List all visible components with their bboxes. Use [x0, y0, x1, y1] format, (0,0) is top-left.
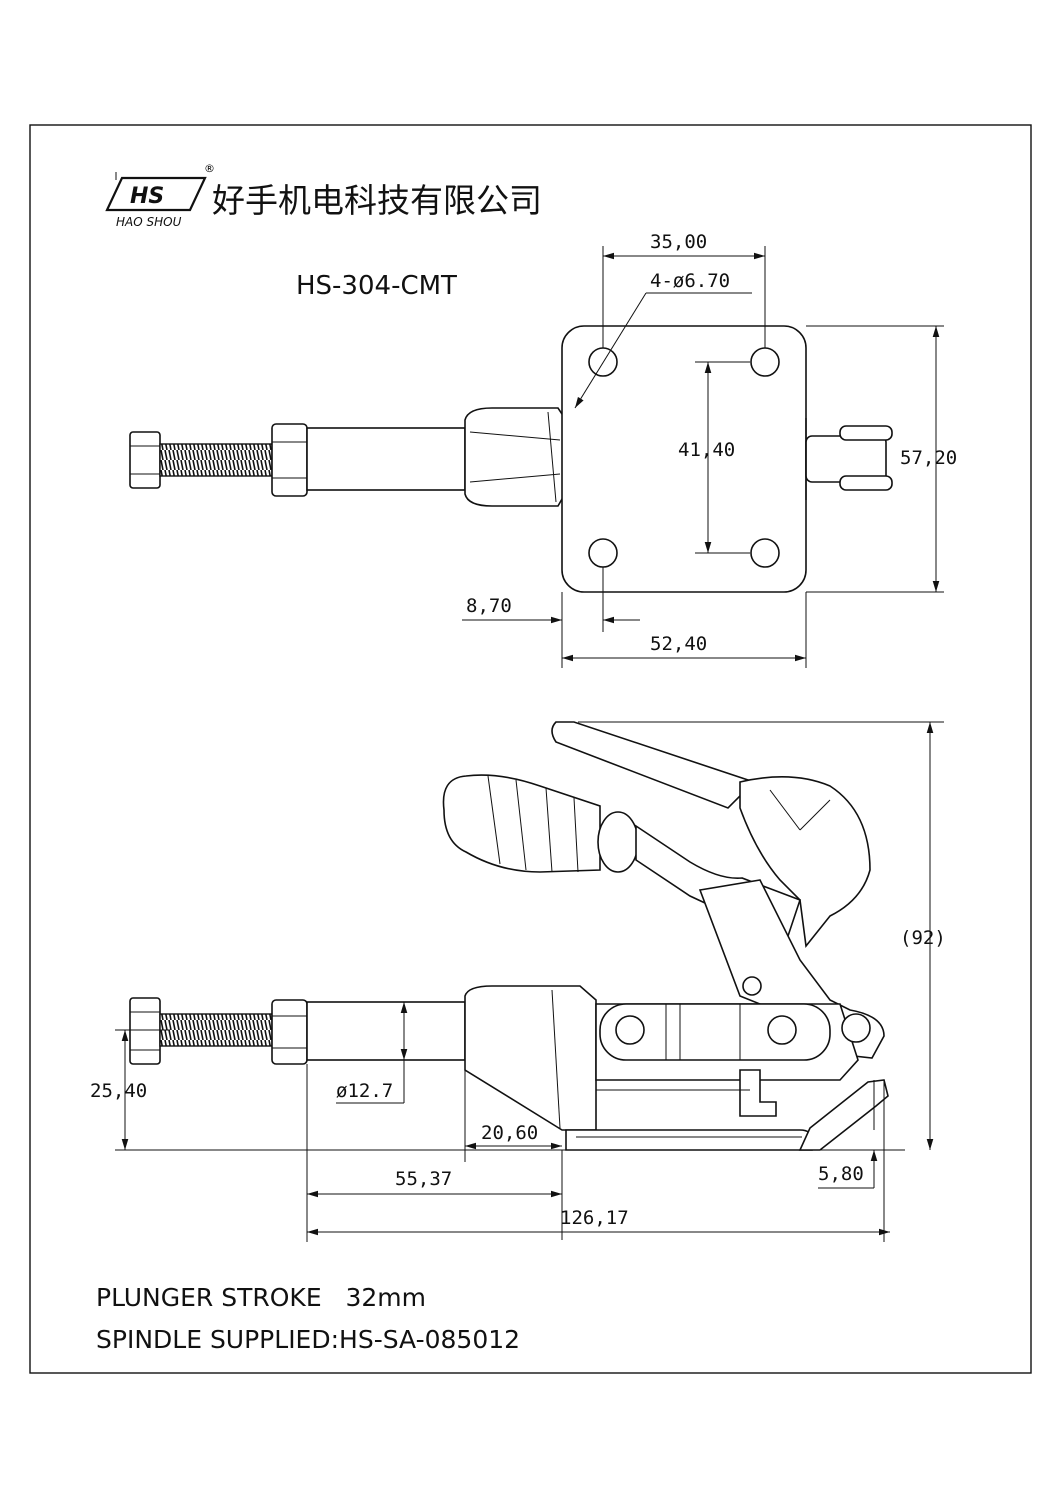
handle-grip — [442, 774, 601, 873]
hex-bolt-head-top — [129, 431, 161, 489]
link-bar — [599, 1003, 831, 1061]
dim-base-to-front: 55,37 — [395, 1168, 452, 1190]
rear-link-top — [805, 435, 887, 483]
lever-arm — [551, 721, 756, 809]
logo-subtitle: HAO SHOU — [116, 215, 182, 229]
base-plate-side — [565, 1129, 813, 1151]
latch — [739, 1069, 777, 1117]
dim-spindle-height: 25,40 — [90, 1080, 147, 1102]
mount-hole-2 — [750, 347, 780, 377]
plunger-body — [464, 985, 597, 1131]
dim-hole-spacing-x: 35,00 — [650, 231, 707, 253]
sheet-border — [29, 124, 1032, 1374]
plunger-top — [306, 427, 466, 491]
mount-hole-4 — [750, 538, 780, 568]
dim-front-length: 20,60 — [481, 1122, 538, 1144]
dim-base-height: 57,20 — [900, 447, 957, 469]
mount-hole-3 — [588, 538, 618, 568]
dim-hole-diameter: 4-ø6.70 — [650, 270, 730, 292]
grip-ferrule — [597, 811, 639, 873]
note-plunger-stroke: PLUNGER STROKE 32mm — [96, 1283, 426, 1312]
company-logo: HS HAO SHOU ® — [105, 162, 215, 229]
pin-2 — [767, 1015, 797, 1045]
dim-hole-spacing-y: 41,40 — [678, 439, 735, 461]
logo-mark: HS — [130, 184, 164, 209]
handle-hood — [739, 776, 871, 948]
threaded-rod-top — [159, 443, 273, 477]
hex-bolt-head-side — [129, 997, 161, 1065]
dim-total-length: 126,17 — [560, 1207, 629, 1229]
body-nose-top — [464, 407, 567, 507]
pin-3 — [841, 1013, 871, 1043]
dim-plunger-diameter: ø12.7 — [336, 1080, 393, 1102]
threaded-rod-side — [159, 1013, 273, 1047]
side-view: (92) 25,40 ø12.7 20,60 55,37 5,80 126,17 — [90, 721, 946, 1242]
lock-nut-top — [271, 423, 308, 497]
top-view: 35,00 4-ø6.70 41,40 57,20 8,70 52,40 — [129, 231, 957, 668]
model-number: HS-304-CMT — [296, 271, 457, 301]
plunger-side — [306, 1001, 466, 1061]
registered-mark: ® — [204, 162, 215, 175]
company-name: 好手机电科技有限公司 — [212, 181, 542, 220]
dim-total-height: (92) — [900, 927, 946, 949]
pin-1 — [615, 1015, 645, 1045]
dim-toe-height: 5,80 — [818, 1163, 864, 1185]
note-spindle-supplied: SPINDLE SUPPLIED:HS-SA-085012 — [96, 1325, 520, 1354]
dim-base-width: 52,40 — [650, 633, 707, 655]
linkage-pivot — [742, 976, 762, 996]
lock-nut-side — [271, 999, 308, 1065]
front-toe — [798, 1079, 889, 1151]
dim-hole-offset: 8,70 — [466, 595, 512, 617]
